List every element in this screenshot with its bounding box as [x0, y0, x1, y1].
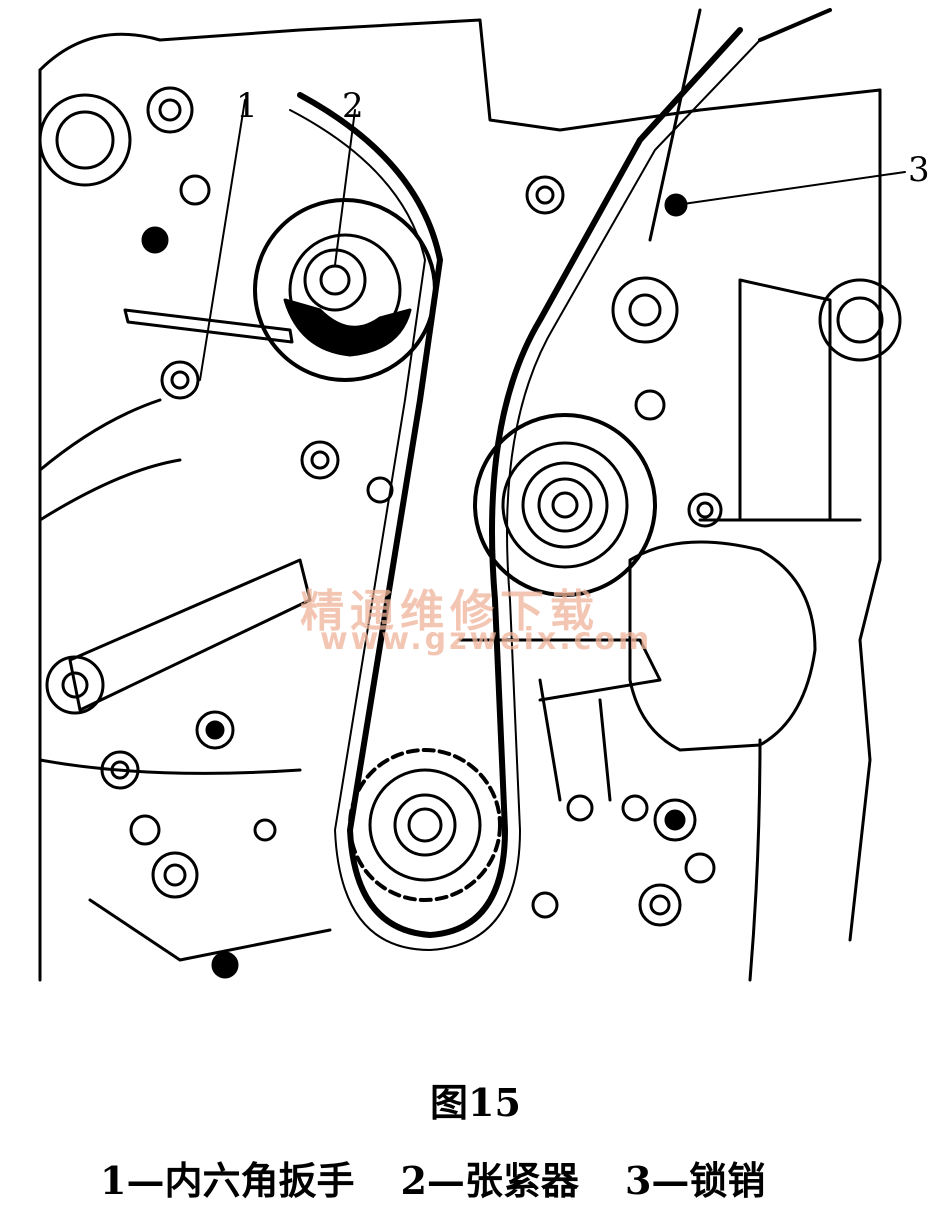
legend-item: 1—内六角扳手	[100, 1158, 355, 1203]
camshaft-boss	[818, 278, 902, 362]
legend-item: 3—锁销	[624, 1158, 766, 1203]
idler-pulley-small	[611, 276, 679, 344]
arm-pivot	[45, 655, 105, 715]
hex-key	[123, 308, 294, 344]
legend-item: 2—张紧器	[400, 1158, 579, 1203]
tensioner-eccentric-plate	[283, 298, 412, 357]
crankshaft-sprocket	[348, 748, 502, 902]
housing-outline-right	[848, 88, 882, 942]
callout-3: 3	[908, 150, 930, 190]
idler-pulley-upper	[146, 86, 194, 134]
housing-outline	[38, 18, 882, 132]
bolts	[100, 174, 723, 979]
timing-belt	[297, 27, 743, 938]
water-pump-housing	[628, 540, 817, 752]
figure-title: 图15	[430, 1080, 521, 1125]
callout-2: 2	[342, 86, 364, 126]
tensioner-arm	[68, 558, 312, 712]
idler-pulley-top-left	[38, 93, 132, 187]
timing-belt-diagram	[38, 8, 906, 982]
idler-pulley-large	[473, 413, 657, 597]
callout-1: 1	[236, 86, 258, 126]
watermark-url: www.gzweix.com	[320, 622, 653, 657]
watermark-text: 精通维修下载	[300, 586, 600, 637]
legend: 1—内六角扳手 2—张紧器 3—锁销	[100, 1150, 811, 1205]
